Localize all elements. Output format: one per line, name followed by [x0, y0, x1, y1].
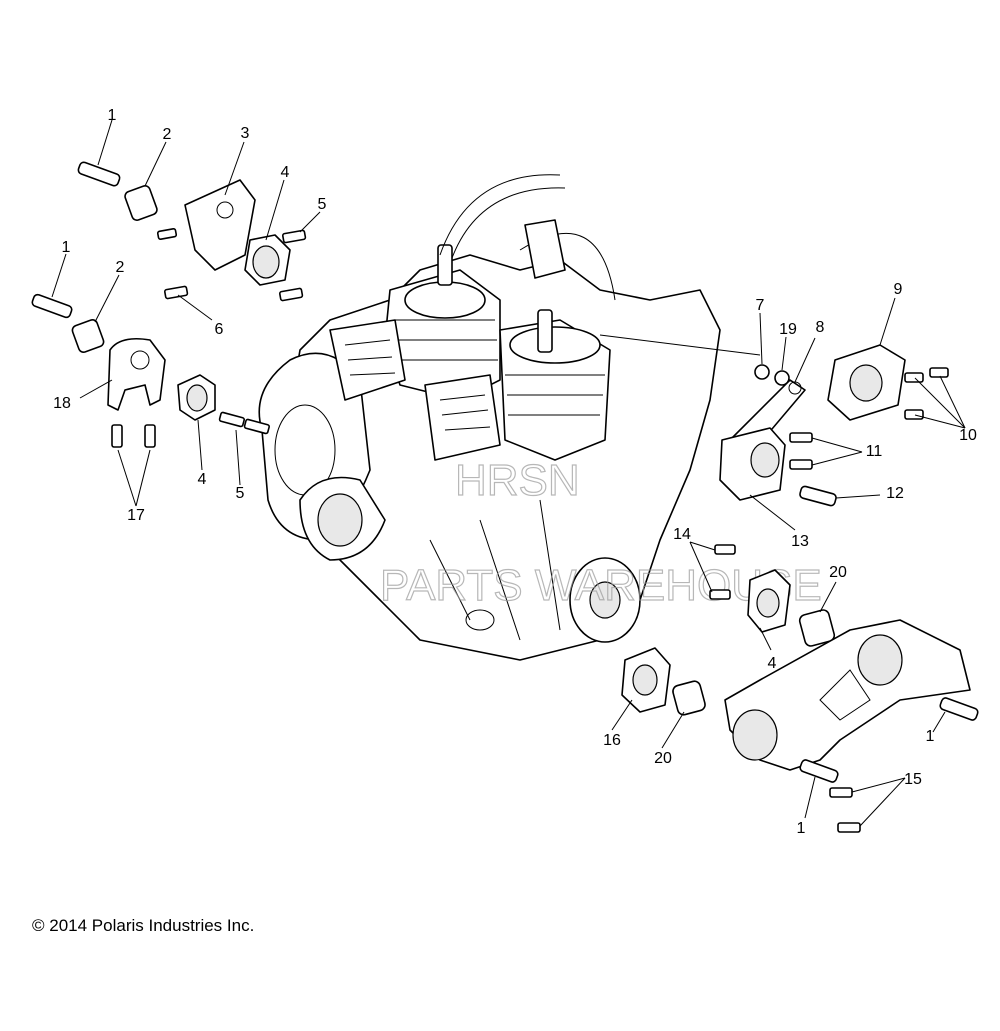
engine-assembly	[258, 174, 761, 661]
bolt-1b	[31, 293, 73, 319]
callout-9: 9	[894, 281, 903, 298]
bracket-3	[184, 179, 256, 271]
callout-13: 13	[791, 533, 809, 550]
lower-mount-parts	[621, 544, 979, 833]
callout-3: 3	[241, 125, 250, 142]
screw-15b	[837, 822, 861, 833]
bolt-11a	[789, 432, 813, 443]
callout-12: 12	[886, 485, 904, 502]
screw-5a-lower	[278, 287, 304, 302]
callout-15: 15	[904, 771, 922, 788]
screw-6	[163, 285, 189, 300]
svg-text:HRSN: HRSN	[455, 456, 580, 505]
callout-1: 1	[108, 107, 117, 124]
screw-10c	[904, 409, 924, 420]
bushing-20a	[798, 609, 836, 647]
screw-10a	[904, 372, 924, 383]
screw-5b	[218, 411, 245, 428]
bolt-12	[799, 485, 837, 507]
left-mount-parts	[31, 293, 270, 448]
callout-8: 8	[816, 319, 825, 336]
bolt-11b	[789, 459, 813, 470]
bushing-2b	[71, 319, 105, 353]
callout-19: 19	[779, 321, 797, 338]
screw-small	[156, 228, 178, 240]
callout-1: 1	[62, 239, 71, 256]
bushing-2a	[124, 185, 158, 221]
screw-15a	[829, 787, 853, 798]
bolt-1a	[77, 161, 121, 187]
callout-17: 17	[127, 507, 145, 524]
screw-10b	[929, 367, 949, 378]
bracket-18	[107, 337, 166, 411]
screw-17a	[111, 424, 123, 448]
callout-7: 7	[756, 297, 765, 314]
callout-16: 16	[603, 732, 621, 749]
screw-5b-2	[243, 418, 270, 435]
callout-11: 11	[866, 443, 883, 460]
callout-1: 1	[797, 820, 806, 837]
right-mount-parts	[719, 344, 949, 507]
bolt-1d	[799, 759, 839, 783]
callout-20: 20	[829, 564, 847, 581]
callout-2: 2	[163, 126, 172, 143]
screw-14b	[709, 589, 731, 600]
bushing-20b	[672, 680, 706, 716]
bolt-1c	[939, 697, 979, 721]
callout-1: 1	[926, 728, 935, 745]
screw-5a	[281, 229, 307, 244]
callout-4: 4	[281, 164, 290, 181]
callout-2: 2	[116, 259, 125, 276]
callout-18: 18	[53, 395, 71, 412]
copyright-notice: © 2014 Polaris Industries Inc.	[32, 916, 255, 935]
upper-left-mount-parts	[77, 161, 307, 302]
nut-7	[754, 364, 770, 380]
callout-5: 5	[236, 485, 245, 502]
callout-20: 20	[654, 750, 672, 767]
screw-17b	[144, 424, 156, 448]
washer-19	[774, 370, 790, 386]
screw-14a	[714, 544, 736, 555]
callout-labels: 1 2 3 4 5 6 1 2 18 4 5 17 7 19 8 9 10 11…	[53, 107, 977, 837]
callout-4: 4	[768, 655, 777, 672]
leader-lines	[51, 119, 966, 827]
callout-14: 14	[673, 526, 691, 543]
callout-4: 4	[198, 471, 207, 488]
callout-6: 6	[215, 321, 224, 338]
callout-10: 10	[959, 427, 977, 444]
callout-5: 5	[318, 196, 327, 213]
